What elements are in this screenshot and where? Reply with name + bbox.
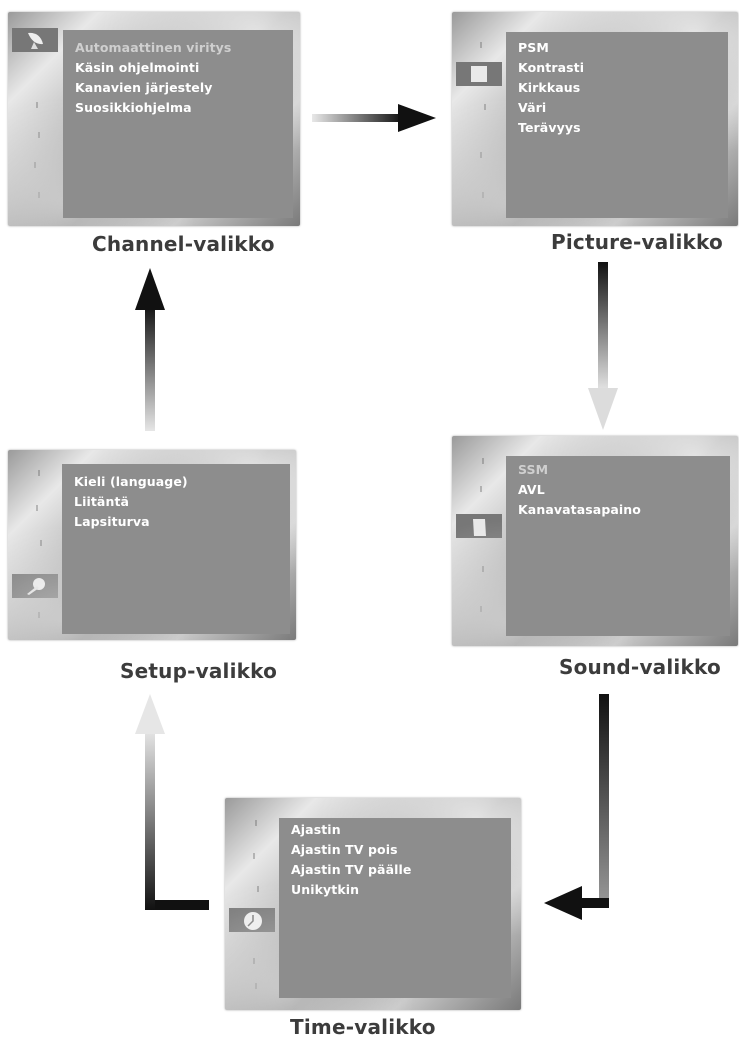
picture-icon bbox=[471, 66, 487, 82]
menu-item[interactable]: Terävyys bbox=[518, 120, 581, 135]
menu-item[interactable]: Kontrasti bbox=[518, 60, 585, 75]
menu-item[interactable]: SSM bbox=[518, 462, 549, 477]
menu-icon-strip bbox=[452, 12, 502, 226]
setup-menu-screen: Kieli (language) Liitäntä Lapsiturva bbox=[8, 450, 296, 640]
menu-item[interactable]: Käsin ohjelmointi bbox=[75, 60, 200, 75]
menu-icon-strip bbox=[225, 798, 275, 1010]
sound-menu-screen: SSM AVL Kanavatasapaino bbox=[452, 436, 738, 646]
menu-item[interactable]: Ajastin TV päälle bbox=[291, 862, 412, 877]
menu-item[interactable]: AVL bbox=[518, 482, 545, 497]
menu-icon-strip bbox=[8, 12, 58, 226]
menu-item[interactable]: Ajastin TV pois bbox=[291, 842, 398, 857]
channel-menu-panel: Automaattinen viritys Käsin ohjelmointi … bbox=[63, 30, 293, 218]
arrow-channel-to-picture bbox=[312, 104, 436, 132]
picture-menu-panel: PSM Kontrasti Kirkkaus Väri Terävyys bbox=[506, 32, 728, 218]
picture-tab-active[interactable] bbox=[456, 62, 502, 86]
arrow-picture-to-sound bbox=[588, 262, 618, 430]
sound-tab-active[interactable] bbox=[456, 514, 502, 538]
channel-tab-active[interactable] bbox=[12, 28, 58, 52]
sound-menu-title: Sound-valikko bbox=[559, 655, 721, 679]
menu-item[interactable]: PSM bbox=[518, 40, 549, 55]
menu-item[interactable]: Ajastin bbox=[291, 822, 341, 837]
menu-item[interactable]: Suosikkiohjelma bbox=[75, 100, 192, 115]
time-menu-screen: Ajastin Ajastin TV pois Ajastin TV pääll… bbox=[225, 798, 521, 1010]
satellite-dish-icon bbox=[28, 32, 43, 49]
picture-menu-title: Picture-valikko bbox=[551, 230, 723, 254]
menu-item[interactable]: Kieli (language) bbox=[74, 474, 188, 489]
setup-menu-title: Setup-valikko bbox=[120, 659, 278, 683]
menu-item[interactable]: Kanavien järjestely bbox=[75, 80, 213, 95]
time-menu-title: Time-valikko bbox=[290, 1015, 436, 1039]
arrow-sound-to-time bbox=[544, 694, 609, 920]
speaker-icon bbox=[473, 519, 486, 536]
menu-item[interactable]: Unikytkin bbox=[291, 882, 360, 897]
setup-tab-active[interactable] bbox=[12, 574, 58, 598]
menu-item[interactable]: Kirkkaus bbox=[518, 80, 581, 95]
clock-icon bbox=[244, 912, 262, 930]
arrow-setup-to-channel bbox=[135, 268, 165, 431]
time-menu-panel: Ajastin Ajastin TV pois Ajastin TV pääll… bbox=[279, 818, 511, 998]
channel-menu-screen: Automaattinen viritys Käsin ohjelmointi … bbox=[8, 12, 300, 226]
setup-icon bbox=[27, 578, 45, 595]
time-tab-active[interactable] bbox=[229, 908, 275, 932]
setup-menu-panel: Kieli (language) Liitäntä Lapsiturva bbox=[62, 464, 290, 634]
menu-item[interactable]: Väri bbox=[518, 100, 547, 115]
menu-item[interactable]: Liitäntä bbox=[74, 494, 130, 509]
menu-icon-strip bbox=[452, 436, 502, 646]
channel-menu-title: Channel-valikko bbox=[92, 232, 275, 256]
menu-item[interactable]: Automaattinen viritys bbox=[75, 40, 232, 55]
menu-item[interactable]: Lapsiturva bbox=[74, 514, 150, 529]
picture-menu-screen: PSM Kontrasti Kirkkaus Väri Terävyys bbox=[452, 12, 738, 226]
menu-item[interactable]: Kanavatasapaino bbox=[518, 502, 641, 517]
menu-icon-strip bbox=[8, 450, 58, 640]
sound-menu-panel: SSM AVL Kanavatasapaino bbox=[506, 456, 730, 636]
arrow-time-to-setup bbox=[135, 694, 209, 910]
